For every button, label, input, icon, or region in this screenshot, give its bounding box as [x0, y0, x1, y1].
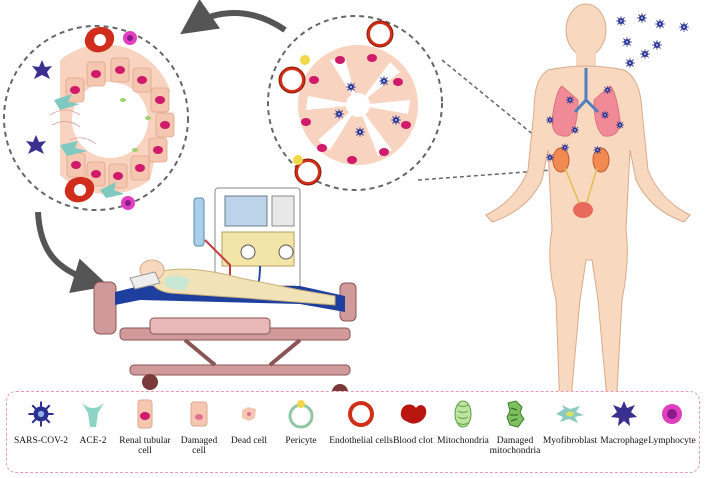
infected-tubule-circle [267, 15, 443, 191]
legend-label: ACE-2 [79, 436, 107, 446]
damaged-mitochondria-icon [504, 392, 526, 436]
damaged-cell-icon [190, 392, 208, 436]
legend-item-macrophage: Macrophage [584, 392, 664, 472]
legend-item-lymphocyte: Lymphocyte [632, 392, 708, 472]
pericyte-icon [286, 392, 316, 436]
myofibroblast-icon [554, 392, 586, 436]
damaged-tubule-circle [3, 25, 189, 211]
legend-label: Blood clot [393, 436, 433, 446]
legend-item-blood-clot: Blood clot [373, 392, 453, 472]
legend-item-sars-cov-2: SARS-COV-2 [1, 392, 81, 472]
legend-label: Lymphocyte [648, 436, 696, 446]
legend-item-endothelial-cells: Endothelial cells [321, 392, 401, 472]
hospital-bed [93, 259, 357, 400]
legend-label: SARS-COV-2 [13, 436, 69, 446]
legend-item-ace-2: ACE-2 [53, 392, 133, 472]
legend-label: Damaged mitochondria [489, 436, 541, 456]
legend: SARS-COV-2 ACE-2 Renal tubular cell Damaged… [6, 391, 700, 473]
sars-cov-2-icon [26, 392, 56, 436]
legend-item-damaged-cell: Damaged cell [159, 392, 239, 472]
endothelial-cells-icon [346, 392, 376, 436]
dead-cell-icon [240, 392, 258, 436]
legend-label: Dead cell [230, 436, 268, 446]
blood-clot-icon [398, 392, 428, 436]
legend-item-pericyte: Pericyte [261, 392, 341, 472]
legend-label: Mitochondria [437, 436, 489, 446]
ace-2-icon [80, 392, 106, 436]
mitochondria-icon [452, 392, 474, 436]
legend-item-dead-cell: Dead cell [209, 392, 289, 472]
renal-tubular-cell-icon [137, 392, 153, 436]
arrow-to-dialysis [35, 211, 109, 294]
human-body [485, 3, 691, 411]
legend-label: Endothelial cells [329, 436, 393, 446]
legend-label: Macrophage [600, 436, 648, 446]
lymphocyte-icon [660, 392, 684, 436]
legend-label: Pericyte [285, 436, 317, 446]
arrow-to-damaged-tubule [180, 0, 287, 35]
legend-label: Renal tubular cell [119, 436, 171, 456]
macrophage-icon [609, 392, 639, 436]
legend-item-myofibroblast: Myofibroblast [530, 392, 610, 472]
floating-viruses [615, 12, 690, 69]
legend-item-damaged-mitochondria: Damaged mitochondria [475, 392, 555, 472]
legend-item-renal-tubular-cell: Renal tubular cell [105, 392, 185, 472]
legend-item-mitochondria: Mitochondria [423, 392, 503, 472]
legend-label: Damaged cell [180, 436, 218, 456]
legend-label: Myofibroblast [542, 436, 598, 446]
